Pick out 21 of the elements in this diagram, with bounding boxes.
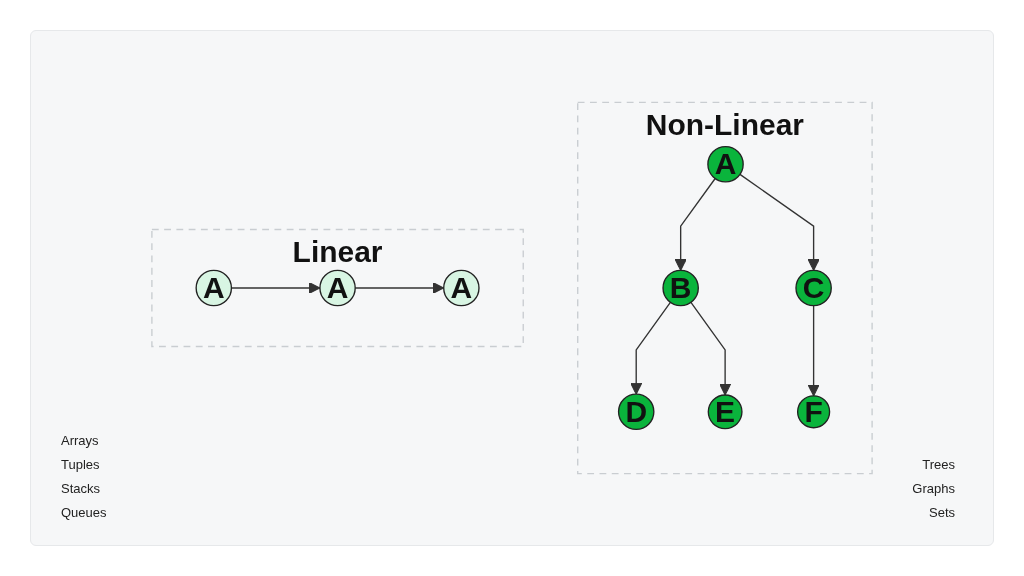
node-circle: A — [195, 269, 233, 307]
node-circle: C — [795, 269, 832, 307]
arrow — [674, 177, 716, 271]
list-item: Sets — [928, 504, 955, 522]
list-item: Trees — [921, 456, 955, 474]
node-circle: A — [319, 269, 356, 307]
arrow — [690, 301, 732, 396]
arrow — [630, 301, 672, 395]
list-item: Stacks — [61, 480, 101, 498]
node-circle: A — [443, 269, 480, 307]
node-circle: E — [707, 394, 743, 430]
list-item: Tuples — [61, 456, 101, 474]
list-item: Queues — [61, 504, 107, 522]
node-circle: D — [617, 393, 655, 431]
arrow — [807, 304, 820, 397]
node-circle: B — [662, 269, 699, 307]
list-item: Arrays — [61, 432, 100, 450]
arrow — [739, 173, 820, 271]
node-circle: A — [707, 145, 744, 183]
list-item: Graphs — [912, 480, 955, 498]
node-circle: F — [796, 395, 831, 429]
